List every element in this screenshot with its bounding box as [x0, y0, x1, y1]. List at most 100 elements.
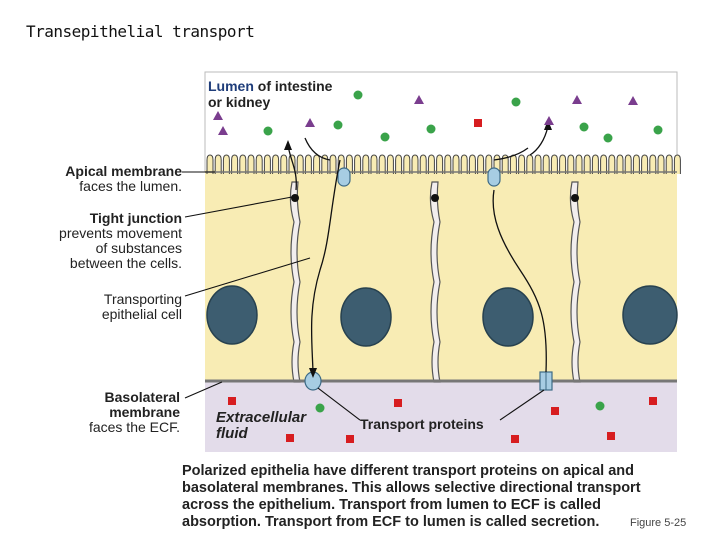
microvillus [354, 154, 362, 174]
green-dot [333, 120, 343, 130]
transporting-cell-label: Transporting epithelial cell [24, 292, 182, 322]
microvillus [550, 154, 558, 174]
microvillus [288, 154, 296, 174]
green-dot [315, 403, 325, 413]
tight-label-line-3: of substances [95, 240, 182, 256]
green-dot [380, 132, 390, 142]
red-square [346, 435, 354, 443]
lumen-label-rest-2: or kidney [208, 94, 271, 110]
purple-triangle [572, 95, 582, 104]
lumen-solutes [213, 90, 663, 143]
absorption-path [310, 159, 341, 373]
leader-basolateral [184, 381, 223, 399]
green-dot [653, 125, 663, 135]
microvillus [436, 154, 444, 174]
nucleus-3 [482, 287, 534, 347]
microvillus [247, 154, 255, 174]
microvillus [403, 154, 411, 174]
microvillus [542, 154, 550, 174]
transporting-label-line-1: Transporting [103, 291, 182, 307]
secretion-path [492, 189, 547, 373]
microvillus [477, 154, 485, 174]
purple-triangle [213, 111, 223, 120]
lumen-curve-2 [493, 147, 529, 161]
lumen-curve-1 [304, 137, 331, 161]
microvillus [272, 154, 280, 174]
green-dot [603, 133, 613, 143]
tight-junction-3 [571, 194, 579, 202]
green-dot [595, 401, 605, 411]
apical-label-line-1: Apical membrane [65, 163, 182, 179]
red-square [511, 435, 519, 443]
microvilli [206, 154, 681, 174]
lumen-label-bold: Lumen [208, 78, 254, 94]
red-square [607, 432, 615, 440]
ecf-area [205, 380, 677, 452]
caption-line-4-end: . [595, 514, 600, 530]
microvillus [214, 154, 222, 174]
microvillus [263, 154, 271, 174]
extracellular-fluid-label: Extracellular fluid [216, 410, 306, 442]
red-square [286, 434, 294, 442]
arrowhead-3 [309, 368, 317, 378]
microvillus [378, 154, 386, 174]
figure-number: Figure 5-25 [630, 517, 687, 529]
leader-transporting-cell [184, 257, 311, 297]
green-dot [263, 126, 273, 136]
lumen-label-rest-1: of intestine [253, 78, 333, 94]
microvillus [411, 154, 419, 174]
microvillus [616, 154, 624, 174]
microvillus [509, 154, 517, 174]
microvillus [649, 154, 657, 174]
red-square [228, 397, 236, 405]
microvillus [313, 154, 321, 174]
microvillus [362, 154, 370, 174]
caption-line-3: across the epithelium. Transport from lu… [182, 497, 601, 513]
apical-transport-protein-2 [487, 167, 501, 187]
microvillus [255, 154, 263, 174]
transport-proteins-label: Transport proteins [360, 416, 484, 432]
slide-title: Transepithelial transport [26, 22, 255, 41]
microvillus [280, 154, 288, 174]
baso-label-line-2: membrane [109, 404, 180, 420]
apical-transport-protein-1 [337, 167, 351, 187]
microvillus [452, 154, 460, 174]
microvillus [600, 154, 608, 174]
microvillus [665, 154, 673, 174]
microvillus [673, 154, 681, 174]
leader-tp-1 [317, 387, 361, 421]
microvillus [608, 154, 616, 174]
microvillus [641, 154, 649, 174]
microvillus [296, 154, 304, 174]
microvillus [468, 154, 476, 174]
microvillus [231, 154, 239, 174]
microvillus [419, 154, 427, 174]
caption: Polarized epithelia have different trans… [182, 463, 682, 531]
microvillus [386, 154, 394, 174]
microvillus [222, 154, 230, 174]
caption-absorption: absorption [182, 514, 257, 530]
microvillus [567, 154, 575, 174]
transporting-label-line-2: epithelial cell [101, 306, 182, 322]
tight-junction-2 [431, 194, 439, 202]
baso-label-line-1: Basolateral [104, 389, 180, 405]
apical-membrane-label: Apical membrane faces the lumen. [24, 164, 182, 194]
red-square [394, 399, 402, 407]
purple-triangle [305, 118, 315, 127]
green-dot [426, 124, 436, 134]
microvillus [559, 154, 567, 174]
microvillus [518, 154, 526, 174]
purple-triangle [414, 95, 424, 104]
caption-line-2: basolateral membranes. This allows selec… [182, 480, 641, 496]
green-dot [511, 97, 521, 107]
cell-layer [205, 170, 677, 382]
basolateral-membrane-label: Basolateral membrane faces the ECF. [24, 390, 180, 435]
nucleus-2 [340, 287, 392, 347]
lumen-label: Lumen of intestine or kidney [208, 78, 332, 110]
baso-label-line-3: faces the ECF. [88, 419, 180, 435]
microvillus [329, 154, 337, 174]
tight-label-line-4: between the cells. [69, 255, 182, 271]
green-dot [579, 122, 589, 132]
microvillus [304, 154, 312, 174]
red-square [649, 397, 657, 405]
